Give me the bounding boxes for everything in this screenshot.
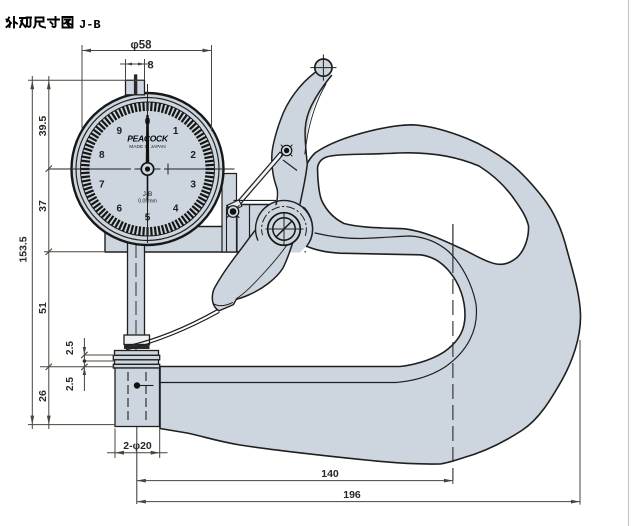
svg-text:2-φ20: 2-φ20 (123, 440, 152, 452)
svg-text:4: 4 (173, 203, 179, 214)
svg-text:9: 9 (117, 126, 123, 137)
svg-text:2: 2 (190, 150, 196, 161)
svg-text:φ58: φ58 (130, 40, 152, 52)
svg-text:26: 26 (37, 390, 49, 402)
svg-text:1: 1 (173, 126, 179, 137)
svg-text:8: 8 (99, 150, 105, 161)
svg-text:37: 37 (37, 200, 49, 212)
svg-text:7: 7 (99, 179, 105, 190)
svg-text:2.5: 2.5 (65, 377, 76, 391)
svg-text:3: 3 (190, 179, 196, 190)
svg-text:196: 196 (343, 489, 361, 501)
svg-text:51: 51 (37, 302, 49, 314)
svg-text:2.5: 2.5 (65, 341, 76, 355)
svg-text:6: 6 (117, 203, 123, 214)
svg-text:140: 140 (321, 468, 339, 480)
svg-text:153.5: 153.5 (18, 236, 30, 262)
svg-text:J-B: J-B (79, 18, 101, 32)
svg-text:8: 8 (148, 60, 154, 72)
svg-text:39.5: 39.5 (37, 116, 49, 137)
